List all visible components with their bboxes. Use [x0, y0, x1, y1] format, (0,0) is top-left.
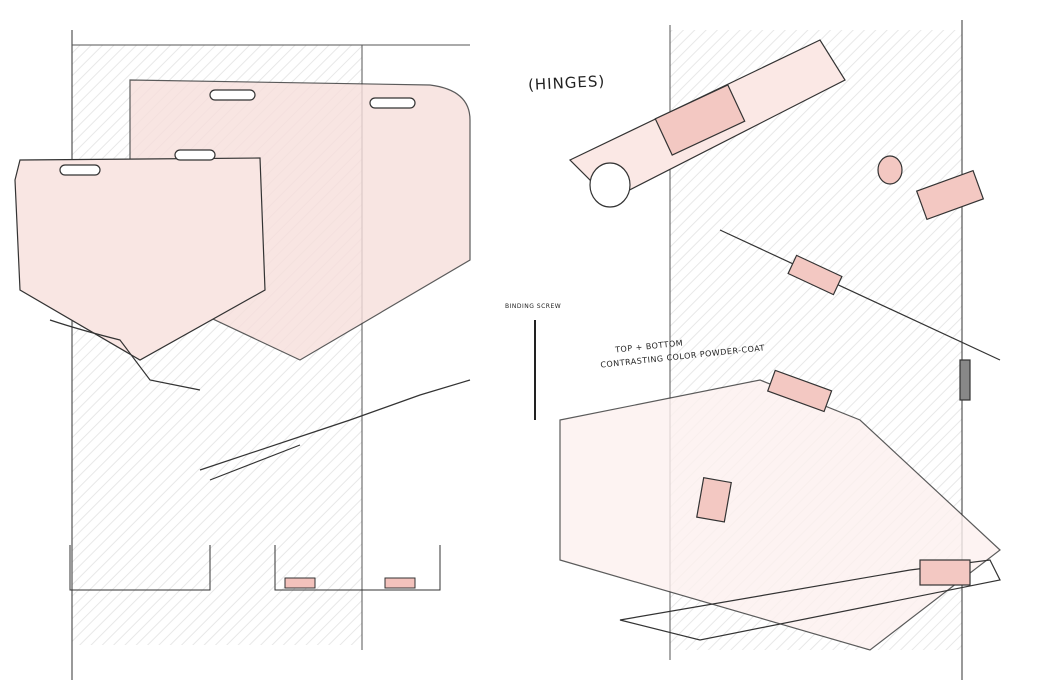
- profile-sketches: [69, 545, 441, 591]
- folder-case-sketch: [14, 79, 471, 481]
- hinge-detail-sketches: [559, 39, 1001, 651]
- binding-screw-annotation: BINDING SCREW: [505, 303, 562, 310]
